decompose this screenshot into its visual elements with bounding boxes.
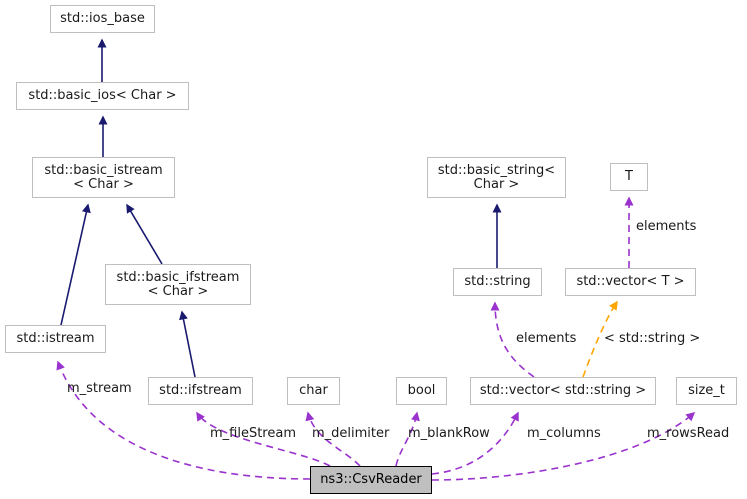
edge-label-m-delimiter: m_delimiter xyxy=(312,426,390,441)
edge-label-m-blankrow: m_blankRow xyxy=(408,426,490,441)
edge-csvreader-to-vector_string xyxy=(431,411,519,475)
node-bool[interactable]: bool xyxy=(396,377,447,405)
node-std-istream[interactable]: std::istream xyxy=(5,325,106,353)
node-size-t[interactable]: size_t xyxy=(676,377,737,405)
edge-label-m-columns: m_columns xyxy=(527,426,601,441)
edge-label-elements-string: elements xyxy=(516,331,577,346)
node-T[interactable]: T xyxy=(610,163,648,191)
node-std-basic-istream[interactable]: std::basic_istream < Char > xyxy=(32,157,175,198)
edge-istream-to-basic_istream xyxy=(60,203,91,326)
edge-csvreader-to-size_t xyxy=(431,412,696,481)
node-std-ios-base[interactable]: std::ios_base xyxy=(50,5,155,33)
edge-label-m-filestream: m_fileStream xyxy=(210,426,296,441)
edge-label-m-rowsread: m_rowsRead xyxy=(647,426,730,441)
edge-label-elements-T: elements xyxy=(636,219,697,234)
edge-ifstream-to-basic_ifstream xyxy=(179,310,196,378)
node-char[interactable]: char xyxy=(287,377,340,405)
edge-vector_string-to-vector_T xyxy=(582,300,618,378)
edge-csvreader-to-ifstream xyxy=(196,411,331,467)
node-std-basic-ifstream[interactable]: std::basic_ifstream < Char > xyxy=(105,264,251,305)
edge-vector_string-to-string xyxy=(490,301,535,378)
node-std-basic-string[interactable]: std::basic_string< Char > xyxy=(427,157,566,198)
node-std-vector-std-string[interactable]: std::vector< std::string > xyxy=(470,377,656,405)
node-ns3-csvreader[interactable]: ns3::CsvReader xyxy=(310,466,432,494)
edge-label-template-std-string: < std::string > xyxy=(604,331,701,346)
edge-csvreader-to-char xyxy=(305,411,361,467)
edge-label-m-stream: m_stream xyxy=(67,381,132,396)
edge-csvreader-to-istream xyxy=(56,360,311,480)
node-std-basic-ios[interactable]: std::basic_ios< Char > xyxy=(16,82,189,110)
node-std-vector-T[interactable]: std::vector< T > xyxy=(565,268,696,296)
edge-csvreader-to-bool xyxy=(395,411,420,467)
node-std-ifstream[interactable]: std::ifstream xyxy=(148,377,253,405)
edge-basic_ifstream-to-basic_istream xyxy=(126,203,163,265)
node-std-string[interactable]: std::string xyxy=(453,268,542,296)
